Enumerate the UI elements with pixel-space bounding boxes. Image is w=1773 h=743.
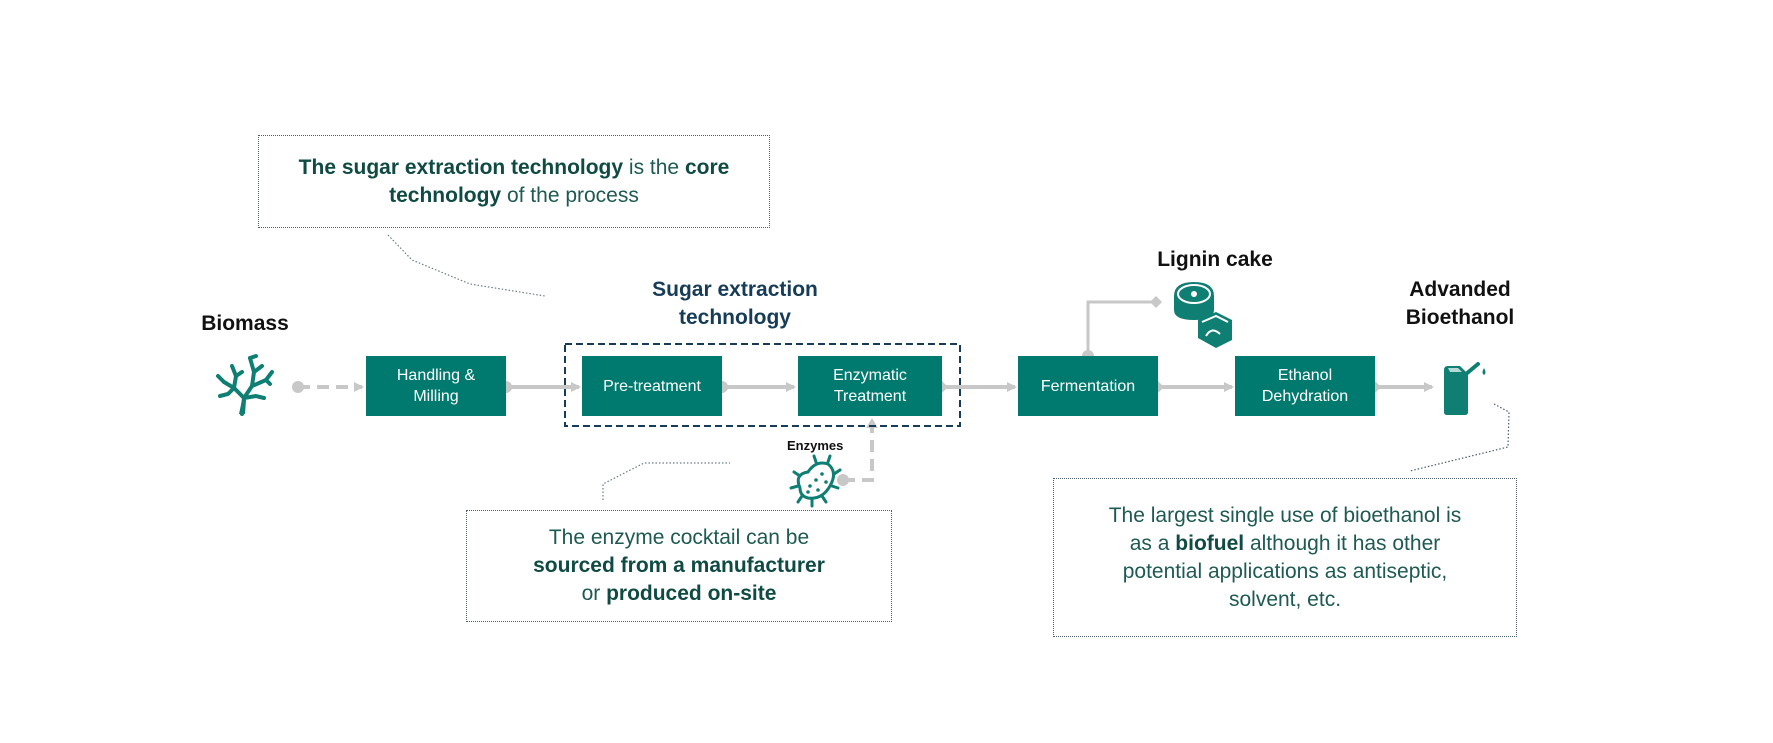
step-label: Fermentation (1040, 377, 1136, 395)
step-label: Treatment (833, 388, 907, 405)
sugar-extraction-group-box (564, 343, 961, 427)
enzymes-label: Enzymes (787, 438, 844, 453)
connector-biomass-handling (292, 381, 364, 393)
note-bold-text: technology (389, 183, 502, 207)
note-text: potential applications as antiseptic, (1122, 559, 1448, 583)
step-label: Dehydration (1261, 388, 1349, 405)
tree-branch-icon (216, 354, 274, 416)
note-text: although it has other (1244, 531, 1441, 555)
note-text: The largest single use of bioethanol is (1108, 503, 1462, 527)
note-text: as a (1129, 531, 1176, 555)
note-bold-text: sourced from a manufacturer (533, 554, 825, 577)
biomass-label: Biomass (201, 312, 289, 335)
heading-line: Sugar extraction (652, 278, 818, 301)
bioethanol-use-note: The largest single use of bioethanol is … (1053, 478, 1517, 637)
step-label: Enzymatic (833, 367, 907, 384)
enzyme-cocktail-note: The enzyme cocktail can be sourced from … (466, 510, 892, 622)
note-bold-text: biofuel (1175, 531, 1245, 555)
step-label: Pre-treatment (603, 377, 701, 395)
core-note-leader (387, 234, 546, 297)
note-text: The enzyme cocktail can be (548, 526, 810, 549)
step-pre-treatment[interactable]: Pre-treatment (582, 356, 722, 416)
heading-line: Advanded (1409, 278, 1511, 301)
cake-icon (1174, 282, 1232, 348)
enzyme-note-leader (602, 462, 730, 500)
heading-line: technology (678, 306, 791, 329)
connector-pretreatment-enzymatic (716, 381, 796, 393)
core-technology-note: The sugar extraction technology is the c… (258, 135, 770, 228)
sugar-extraction-label: Sugar extraction technology (620, 276, 850, 332)
note-bold-text: produced on-site (606, 582, 777, 605)
connector-handling-pretreatment (500, 381, 581, 393)
lignin-cake-label: Lignin cake (1157, 248, 1273, 271)
bioethanol-note-leader (1409, 403, 1510, 472)
note-text: or (581, 582, 607, 605)
step-label: Ethanol (1277, 367, 1333, 384)
connector-fermentation-dehydration (1158, 381, 1234, 393)
note-bold-text: core (684, 155, 730, 179)
jerry-can-icon (1444, 362, 1486, 415)
step-label: Milling (413, 388, 459, 405)
note-bold-text: The sugar extraction technology (298, 155, 624, 179)
step-label: Handling & (396, 367, 476, 384)
note-text: is the (623, 155, 685, 179)
step-handling-milling[interactable]: Handling & Milling (366, 356, 506, 416)
connector-fermentation-lignin (1082, 296, 1162, 362)
connector-dehydration-bioethanol (1375, 381, 1434, 393)
note-text: solvent, etc. (1228, 587, 1342, 611)
bioethanol-label: Advanded Bioethanol (1385, 276, 1535, 332)
connector-enzymatic-fermentation (942, 381, 1017, 393)
step-fermentation[interactable]: Fermentation (1018, 356, 1158, 416)
bacteria-icon (789, 454, 842, 508)
note-text: of the process (501, 183, 639, 207)
heading-line: Bioethanol (1405, 306, 1515, 329)
